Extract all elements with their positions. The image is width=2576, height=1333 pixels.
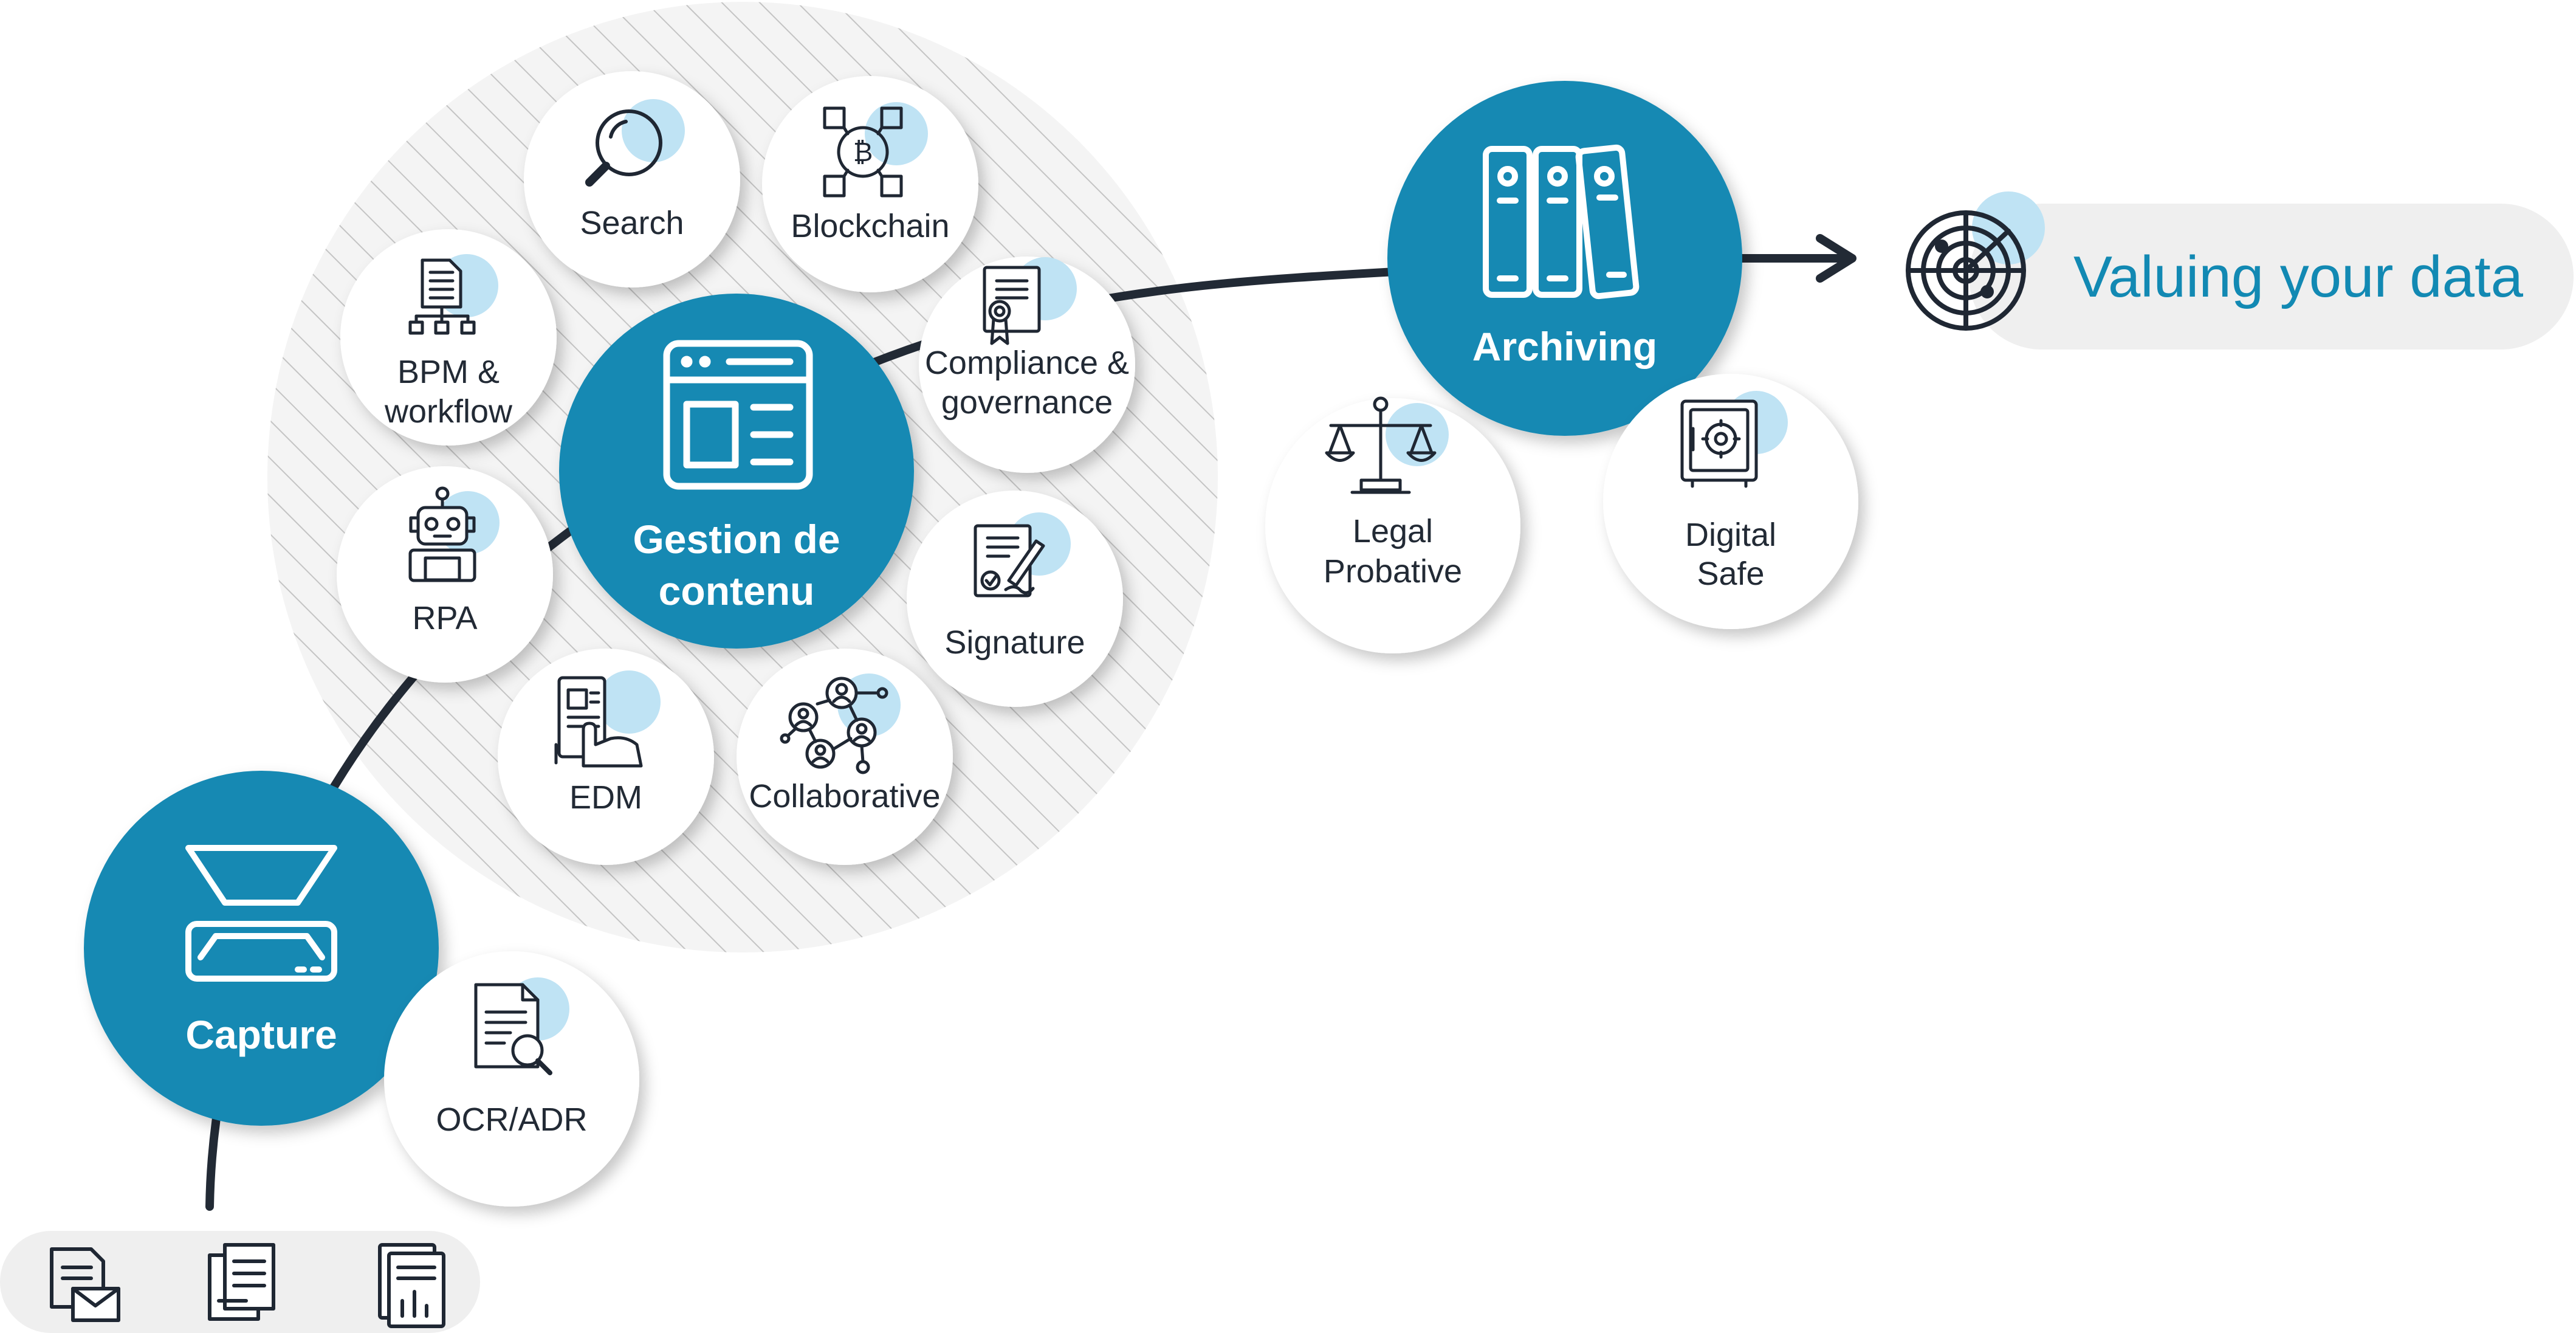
output-label: Valuing your data: [2073, 244, 2524, 309]
document-scan-icon: [474, 983, 552, 1075]
svg-text:₿: ₿: [853, 137, 873, 167]
scales-icon: [1325, 396, 1437, 494]
report-document-icon: [378, 1243, 445, 1328]
hub-capture: Capture: [84, 771, 439, 1126]
module-signature: Signature: [907, 491, 1123, 707]
module-edm-label: EDM: [569, 779, 642, 816]
web-page-icon: [663, 340, 813, 490]
blockchain-icon: ₿: [823, 106, 903, 198]
module-search-label: Search: [580, 205, 684, 241]
module-collaborative-label: Collaborative: [749, 778, 940, 815]
touch-document-icon: [554, 676, 643, 768]
module-rpa-label: RPA: [412, 600, 477, 636]
magnifier-icon: [585, 109, 662, 187]
module-compliance-line2: governance: [941, 384, 1113, 421]
output-pill: Valuing your data: [1906, 191, 2574, 350]
inputs-pill: [0, 1231, 480, 1333]
module-edm: EDM: [498, 649, 714, 865]
module-collaborative: Collaborative: [737, 649, 953, 865]
hub-capture-label: Capture: [185, 1012, 337, 1057]
hub-archiving-label: Archiving: [1472, 324, 1657, 369]
module-compliance-line1: Compliance &: [925, 345, 1129, 381]
radar-icon: [1906, 210, 2026, 331]
module-digital-safe: Digital Safe: [1603, 374, 1858, 629]
module-bpm-line1: BPM &: [397, 354, 500, 390]
network-people-icon: [780, 677, 888, 774]
documents-icon: [208, 1243, 275, 1321]
module-ocr-adr: OCR/ADR: [384, 951, 639, 1207]
binders-icon: [1483, 144, 1640, 300]
certificate-icon: [983, 266, 1041, 345]
module-compliance-governance: Compliance & governance: [919, 257, 1135, 473]
safe-icon: [1680, 399, 1758, 488]
hub-gestion-de-contenu: Gestion de contenu: [559, 294, 914, 649]
module-safe-line2: Safe: [1697, 556, 1764, 592]
module-legal-line2: Probative: [1324, 553, 1462, 590]
module-safe-line1: Digital: [1685, 517, 1776, 553]
module-rpa: RPA: [337, 466, 553, 683]
robot-icon: [408, 486, 476, 582]
module-legal-probative: Legal Probative: [1265, 396, 1520, 653]
module-legal-line1: Legal: [1353, 513, 1433, 549]
scanner-icon: [185, 845, 337, 982]
module-ocr-label: OCR/ADR: [436, 1101, 587, 1138]
module-signature-label: Signature: [944, 624, 1085, 661]
signed-document-icon: [974, 524, 1045, 598]
module-blockchain: ₿ Blockchain: [762, 76, 978, 292]
flowchart-document-icon: [408, 258, 476, 335]
hub-archiving: Archiving: [1387, 81, 1742, 436]
mail-document-icon: [50, 1247, 120, 1322]
hub-gestion-line2: contenu: [659, 568, 815, 613]
hub-gestion-line1: Gestion de: [633, 517, 840, 562]
module-bpm-workflow: BPM & workflow: [340, 229, 557, 446]
module-bpm-line2: workflow: [384, 393, 513, 430]
module-search: Search: [524, 71, 740, 288]
flow-arrow-icon: [1734, 234, 1856, 283]
module-blockchain-label: Blockchain: [791, 208, 949, 244]
